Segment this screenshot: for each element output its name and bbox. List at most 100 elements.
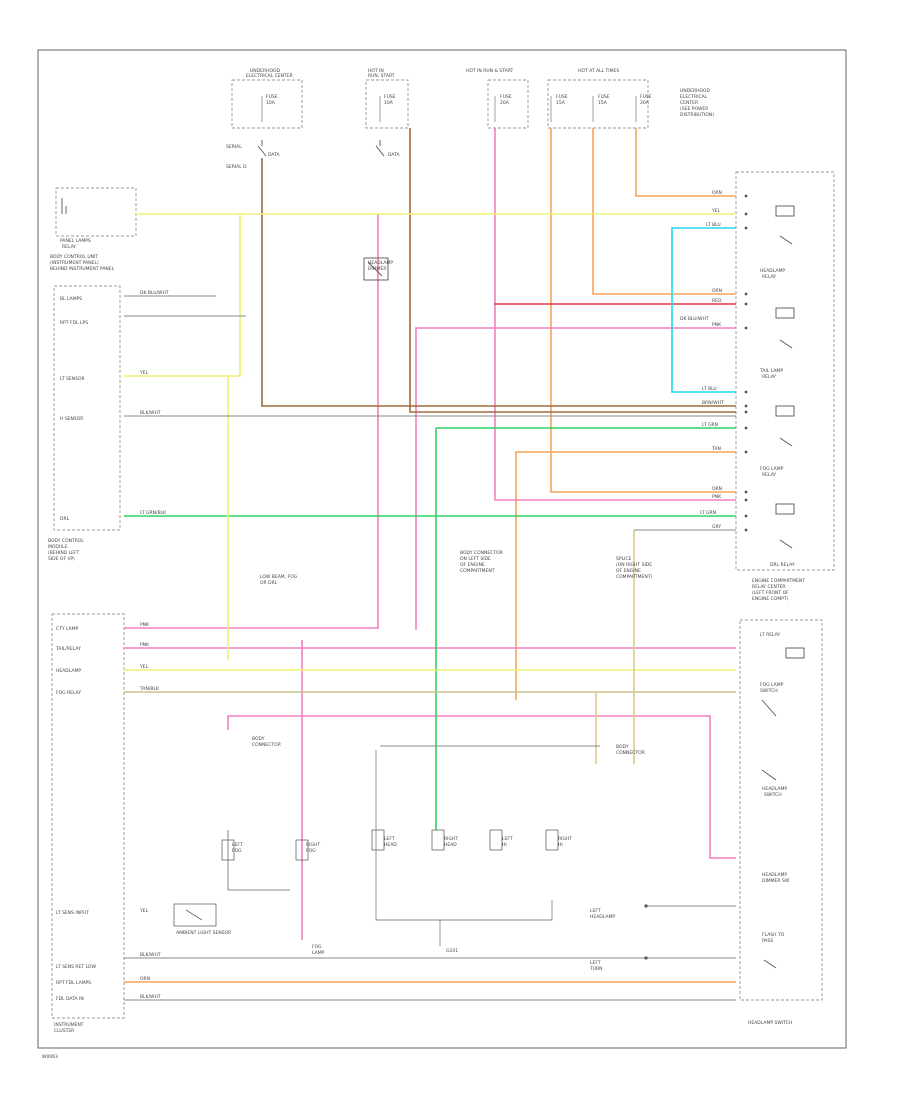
svg-text:20A: 20A: [640, 100, 650, 106]
svg-text:HOT IN: HOT IN: [368, 68, 384, 74]
svg-text:LOW BEAM, FOG: LOW BEAM, FOG: [260, 574, 298, 580]
svg-text:HEADLAMP: HEADLAMP: [368, 260, 393, 266]
svg-text:SERIAL: SERIAL: [226, 144, 242, 150]
svg-text:TAIL LAMP: TAIL LAMP: [759, 368, 783, 374]
svg-text:LEFT: LEFT: [590, 908, 601, 914]
svg-text:BLK/WHT: BLK/WHT: [140, 952, 161, 958]
svg-text:YEL: YEL: [139, 908, 149, 914]
svg-text:FUSE: FUSE: [384, 94, 396, 100]
svg-text:CLUSTER: CLUSTER: [54, 1028, 74, 1034]
svg-text:SIDE OF I/P): SIDE OF I/P): [48, 556, 75, 562]
svg-text:DRL: DRL: [60, 516, 70, 522]
svg-text:20A: 20A: [500, 100, 510, 106]
svg-text:ELECTRICAL: ELECTRICAL: [680, 94, 708, 100]
svg-text:PANEL LAMPS: PANEL LAMPS: [60, 238, 91, 244]
svg-text:BEHIND INSTRUMENT PANEL: BEHIND INSTRUMENT PANEL: [50, 266, 115, 272]
svg-text:RPT FDL LAMPS: RPT FDL LAMPS: [56, 980, 91, 986]
svg-text:FLASH TO: FLASH TO: [762, 932, 785, 938]
svg-text:ORN: ORN: [712, 486, 722, 492]
ignition-switches: SERIAL SERIAL D DATA DATA: [226, 140, 401, 170]
svg-text:LEFT: LEFT: [590, 960, 601, 966]
dimmer-switch-block: [363, 257, 389, 281]
svg-text:ORN: ORN: [712, 288, 722, 294]
yellow-wires: [124, 213, 736, 671]
brown-wires: [261, 128, 736, 413]
svg-text:BODY CONNECTOR: BODY CONNECTOR: [460, 550, 503, 556]
svg-text:DATA: DATA: [268, 152, 281, 158]
svg-text:HOT IN RUN & START: HOT IN RUN & START: [466, 68, 514, 74]
svg-text:BODY CONTROL UNIT: BODY CONTROL UNIT: [50, 254, 98, 260]
svg-text:ORN: ORN: [140, 976, 150, 982]
svg-text:HI: HI: [502, 842, 507, 848]
svg-text:PASS: PASS: [762, 938, 773, 944]
svg-text:BODY: BODY: [616, 744, 629, 750]
svg-text:FOG: FOG: [312, 944, 322, 950]
svg-text:ENGINE COMPARTMENT: ENGINE COMPARTMENT: [752, 578, 805, 584]
svg-text:ORN: ORN: [712, 190, 722, 196]
svg-text:CONNECTOR: CONNECTOR: [616, 750, 645, 756]
svg-text:RPT FDL LPS: RPT FDL LPS: [60, 320, 88, 326]
svg-text:AMBIENT LIGHT SENSOR: AMBIENT LIGHT SENSOR: [176, 930, 231, 936]
svg-text:BLK/WHT: BLK/WHT: [140, 994, 161, 1000]
svg-text:FOG LAMP: FOG LAMP: [760, 682, 784, 688]
svg-text:PNK: PNK: [140, 622, 150, 628]
svg-text:HEADLAMP: HEADLAMP: [590, 914, 615, 920]
diagram-frame: [37, 49, 847, 1049]
svg-text:CENTER: CENTER: [680, 100, 698, 106]
svg-text:OR DRL: OR DRL: [260, 580, 278, 586]
svg-text:BRN/WHT: BRN/WHT: [702, 400, 724, 406]
svg-text:PNK: PNK: [712, 322, 722, 328]
svg-text:FDL DATA IN: FDL DATA IN: [56, 996, 84, 1002]
svg-text:SWITCH: SWITCH: [760, 688, 778, 694]
svg-text:COMPARTMENT): COMPARTMENT): [616, 574, 652, 580]
svg-text:15A: 15A: [556, 100, 566, 106]
svg-text:HEADLAMP: HEADLAMP: [762, 786, 787, 792]
svg-text:RELAY: RELAY: [762, 374, 776, 380]
svg-text:FUSE: FUSE: [266, 94, 278, 100]
svg-text:LT BLU: LT BLU: [706, 222, 721, 228]
svg-text:DATA: DATA: [388, 152, 401, 158]
svg-text:RED: RED: [712, 298, 722, 304]
svg-text:TAN/BLK: TAN/BLK: [139, 686, 160, 692]
svg-text:SERIAL D: SERIAL D: [226, 164, 247, 170]
svg-text:FOG: FOG: [306, 848, 316, 854]
svg-text:LT GRN: LT GRN: [700, 510, 716, 516]
svg-text:DIMMER SW: DIMMER SW: [762, 878, 790, 884]
svg-text:RIGHT: RIGHT: [558, 836, 572, 842]
svg-text:10A: 10A: [384, 100, 394, 106]
svg-text:TAN: TAN: [711, 446, 721, 452]
svg-text:RIGHT: RIGHT: [306, 842, 320, 848]
svg-text:BL LAMPS: BL LAMPS: [60, 296, 82, 302]
svg-text:(SEE POWER: (SEE POWER: [680, 106, 708, 112]
svg-text:LT SENS INPUT: LT SENS INPUT: [56, 910, 89, 916]
svg-text:RELAY: RELAY: [762, 472, 776, 478]
svg-text:FUSE: FUSE: [556, 94, 568, 100]
svg-text:BODY CONTROL: BODY CONTROL: [48, 538, 84, 544]
olive-wires: [124, 530, 736, 764]
svg-text:FOG: FOG: [232, 848, 242, 854]
svg-text:RELAY: RELAY: [62, 244, 76, 250]
svg-text:DK BLU/WHT: DK BLU/WHT: [680, 316, 709, 322]
svg-text:MODULE: MODULE: [48, 544, 68, 550]
lamp-blocks: [173, 829, 559, 927]
svg-text:DISTRIBUTION): DISTRIBUTION): [680, 112, 714, 118]
svg-text:RIGHT: RIGHT: [444, 836, 458, 842]
svg-text:LT SENS RET LOW: LT SENS RET LOW: [56, 964, 96, 970]
svg-text:(ON RIGHT SIDE: (ON RIGHT SIDE: [616, 562, 652, 568]
svg-text:BODY: BODY: [252, 736, 265, 742]
svg-text:SPLICE: SPLICE: [616, 556, 632, 562]
svg-text:ON LEFT SIDE: ON LEFT SIDE: [460, 556, 491, 562]
svg-text:COMPARTMENT: COMPARTMENT: [460, 568, 495, 574]
svg-text:(LEFT FRONT OF: (LEFT FRONT OF: [752, 590, 789, 596]
svg-text:RELAY CENTER: RELAY CENTER: [752, 584, 786, 590]
svg-text:CONNECTOR: CONNECTOR: [252, 742, 281, 748]
svg-text:ELECTRICAL CENTER: ELECTRICAL CENTER: [246, 73, 293, 79]
footer-code: W0063: [42, 1054, 58, 1060]
connector-marks: [644, 194, 748, 960]
svg-text:HEADLAMP SWITCH: HEADLAMP SWITCH: [748, 1020, 792, 1026]
svg-text:RELAY: RELAY: [762, 274, 776, 280]
